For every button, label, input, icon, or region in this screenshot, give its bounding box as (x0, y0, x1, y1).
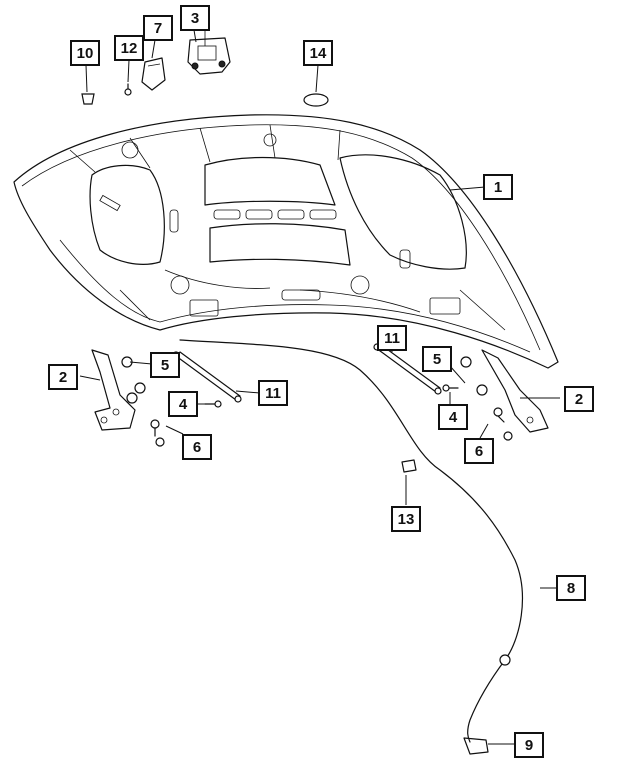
leader-lines (79, 29, 560, 745)
hinge-nuts (121, 356, 488, 404)
callout-4-left: 4 (168, 391, 198, 417)
callout-9: 9 (514, 732, 544, 758)
callout-13: 13 (391, 506, 421, 532)
hood-panel (13, 114, 559, 369)
latch-bracket (141, 57, 166, 91)
hood-plug (303, 93, 329, 107)
callout-3: 3 (180, 5, 210, 31)
callout-6-right: 6 (464, 438, 494, 464)
callout-2-right: 2 (564, 386, 594, 412)
callout-14: 14 (303, 40, 333, 66)
hood-latch (187, 30, 231, 75)
callout-5-left: 5 (150, 352, 180, 378)
strut-screws (204, 384, 459, 408)
hinge-bolts (150, 407, 513, 447)
callout-11-right: 11 (377, 325, 407, 351)
callout-12: 12 (114, 35, 144, 61)
callout-8: 8 (556, 575, 586, 601)
hood-bumper (81, 93, 95, 105)
cable-clip (401, 459, 417, 473)
bracket-bolt (124, 83, 132, 96)
hood-struts (172, 343, 442, 403)
release-cable (179, 339, 524, 743)
release-handle (463, 737, 489, 755)
hinge-right (481, 349, 549, 433)
hinge-left (91, 349, 136, 431)
callout-1: 1 (483, 174, 513, 200)
callout-2-left: 2 (48, 364, 78, 390)
callout-11-left: 11 (258, 380, 288, 406)
callout-4-right: 4 (438, 404, 468, 430)
callout-6-left: 6 (182, 434, 212, 460)
callout-5-right: 5 (422, 346, 452, 372)
callout-10: 10 (70, 40, 100, 66)
callout-7: 7 (143, 15, 173, 41)
